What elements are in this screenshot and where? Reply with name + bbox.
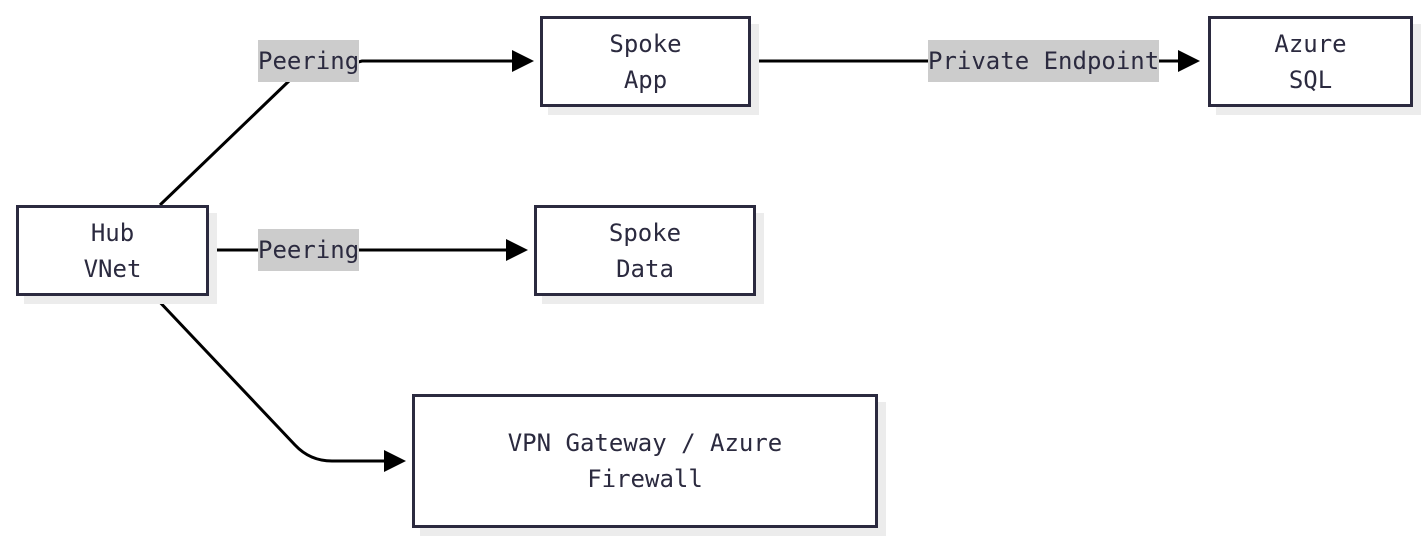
node-vpn-gateway-firewall[interactable]: VPN Gateway / Azure Firewall	[412, 394, 878, 528]
edge-label-peering-app: Peering	[258, 40, 360, 82]
node-spoke-app-label: Spoke App	[609, 29, 682, 94]
arrowhead-azure-sql	[1178, 50, 1200, 72]
node-vpn-gateway-label: VPN Gateway / Azure Firewall	[507, 429, 783, 493]
node-spoke-data[interactable]: Spoke Data	[534, 205, 756, 296]
arrowhead-spoke-data	[506, 239, 528, 261]
edge-hub-to-vpn	[153, 295, 386, 463]
node-azure-sql-label: Azure SQL	[1274, 29, 1347, 94]
arrowhead-spoke-app	[512, 50, 534, 72]
node-spoke-app[interactable]: Spoke App	[540, 16, 751, 107]
node-azure-sql[interactable]: Azure SQL	[1208, 16, 1413, 107]
edge-label-private-endpoint: Private Endpoint	[928, 40, 1160, 82]
node-spoke-data-label: Spoke Data	[608, 218, 682, 283]
node-hub-vnet-label: Hub VNet	[83, 218, 142, 283]
arrowhead-vpn	[384, 450, 406, 472]
edge-hub-to-spoke-app	[158, 59, 512, 207]
node-hub-vnet[interactable]: Hub VNet	[16, 205, 209, 296]
edge-label-peering-data: Peering	[258, 229, 360, 271]
